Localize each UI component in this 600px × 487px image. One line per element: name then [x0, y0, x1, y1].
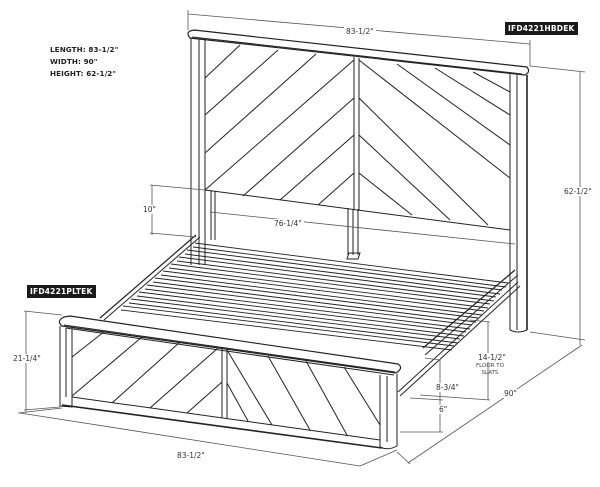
dim-floor-to-slats-note: FLOOR TO SLATS [474, 363, 506, 377]
headboard-model-tag: IFD4221HBDEK [505, 22, 578, 35]
dim-floor-to-slats: 14-1/2" [476, 353, 508, 362]
dim-rail-height: 8-3/4" [434, 383, 461, 392]
dim-headboard-width: 83-1/2" [344, 27, 376, 36]
note-line-1: FLOOR TO [476, 363, 504, 369]
spec-width: WIDTH: 90" [50, 57, 98, 66]
overall-dimensions: LENGTH: 83-1/2" WIDTH: 90" HEIGHT: 62-1/… [50, 44, 118, 80]
footboard-model-tag: IFD4221PLTEK [27, 285, 96, 298]
dim-headboard-height: 62-1/2" [562, 187, 594, 196]
dim-inner-width: 76-1/4" [272, 219, 304, 228]
dim-footboard-width: 83-1/2" [175, 451, 207, 460]
slat-platform [100, 235, 520, 396]
note-line-2: SLATS [481, 370, 499, 376]
footboard [59, 316, 400, 449]
dim-bed-length: 90" [502, 389, 519, 398]
headboard [188, 30, 529, 332]
dim-rail-gap: 10" [141, 205, 158, 214]
spec-height: HEIGHT: 62-1/2" [50, 69, 117, 78]
spec-length: LENGTH: 83-1/2" [50, 45, 119, 54]
dim-clearance: 6" [437, 405, 450, 414]
dim-footboard-height: 21-1/4" [11, 354, 43, 363]
